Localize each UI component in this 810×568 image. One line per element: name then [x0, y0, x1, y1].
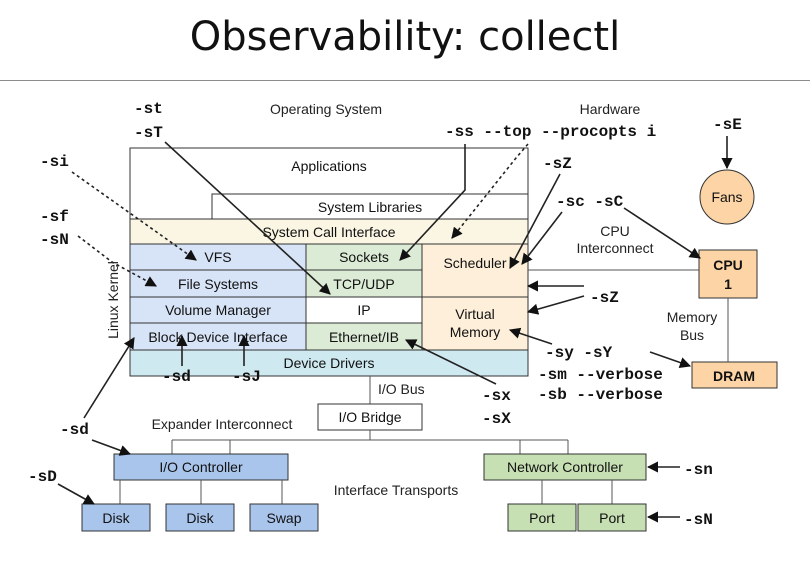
applications-label: Applications [291, 158, 367, 174]
expander-interconnect-label: Expander Interconnect [152, 416, 293, 432]
memory-bus-label-2: Bus [680, 327, 704, 343]
arrow-sx-to-ethernet [404, 339, 497, 385]
virtual-memory-label-2: Memory [450, 324, 501, 340]
virtual-memory-label-1: Virtual [455, 306, 494, 322]
disk2-label: Disk [186, 510, 214, 526]
opt-sx: -sx [482, 387, 511, 405]
fans-label: Fans [711, 189, 742, 205]
vfs-box [129, 243, 307, 271]
arrow-ss-to-sockets [399, 144, 466, 261]
ip-label: IP [357, 302, 370, 318]
system-call-interface-label: System Call Interface [262, 224, 395, 240]
opt-sJ: -sJ [232, 368, 261, 386]
virtual-memory-box [421, 296, 529, 351]
io-controller-label: I/O Controller [159, 459, 243, 475]
opt-sm-verbose: -sm --verbose [538, 366, 663, 384]
arrow-sT-to-tcp-udp [164, 141, 331, 295]
sockets-label: Sockets [339, 249, 389, 265]
ethernet-ib-box [305, 322, 423, 351]
opt-sn: -sn [684, 461, 713, 479]
slide-title: Observability: collectl [189, 14, 621, 60]
vfs-label: VFS [204, 249, 231, 265]
arrow-sC-to-cpu [623, 207, 701, 259]
cpu-label-1: CPU [713, 257, 743, 273]
swap-box [249, 503, 319, 532]
arrow-sN-to-file-systems [77, 235, 157, 287]
opt-ss-top-procopts: -ss --top --procopts i [445, 123, 656, 141]
network-controller-label: Network Controller [507, 459, 623, 475]
port2-box [577, 503, 647, 532]
opt-sN-filesystems: -sN [40, 231, 69, 249]
cpu-label-2: 1 [724, 276, 732, 292]
scheduler-box [421, 243, 529, 298]
system-libraries-box [211, 193, 529, 220]
opt-sy-sY: -sy -sY [545, 344, 613, 362]
arrow-sc-to-scheduler [521, 211, 563, 265]
device-drivers-box [129, 349, 529, 377]
arrow-sd-to-io-controller [91, 439, 132, 456]
arrow-sY-to-dram [649, 351, 692, 368]
volume-manager-label: Volume Manager [165, 302, 271, 318]
io-bridge-label: I/O Bridge [338, 409, 401, 425]
arrow-sd-to-block-interface [83, 337, 135, 419]
system-libraries-label: System Libraries [318, 199, 422, 215]
device-drivers-label: Device Drivers [283, 355, 374, 371]
io-bridge-box [317, 403, 423, 431]
cpu-box [698, 249, 758, 299]
arrow-sy-to-vm [508, 327, 553, 345]
tcp-udp-label: TCP/UDP [333, 276, 394, 292]
arrow-sZ-to-vm-top [526, 295, 585, 315]
os-header: Operating System [270, 101, 382, 117]
opt-sX: -sX [482, 410, 511, 428]
opt-sZ-memory: -sZ [590, 289, 619, 307]
opt-si: -si [40, 153, 69, 171]
title-divider [0, 80, 810, 81]
interface-transports-label: Interface Transports [334, 482, 459, 498]
hardware-header: Hardware [580, 101, 641, 117]
opt-sb-verbose: -sb --verbose [538, 386, 663, 404]
opt-st: -st [134, 100, 163, 118]
io-bus-label: I/O Bus [378, 381, 425, 397]
io-controller-box [113, 453, 289, 481]
dram-label: DRAM [713, 368, 755, 384]
network-controller-box [483, 453, 647, 481]
cpu-interconnect-label-2: Interconnect [576, 240, 653, 256]
opt-sc-sC: -sc -sC [556, 193, 624, 211]
opt-sD: -sD [28, 468, 57, 486]
disk2-box [165, 503, 235, 532]
volume-manager-box [129, 296, 307, 324]
memory-bus-label-1: Memory [667, 309, 718, 325]
ethernet-ib-label: Ethernet/IB [329, 329, 399, 345]
opt-sd-block: -sd [162, 368, 191, 386]
arrow-sZ-to-scheduler [509, 173, 561, 269]
arrow-sD-to-disk [57, 483, 95, 505]
opt-sN-ports: -sN [684, 511, 713, 529]
opt-sf: -sf [40, 208, 69, 226]
disk1-box [81, 503, 151, 532]
port1-label: Port [529, 510, 555, 526]
opt-sT: -sT [134, 124, 163, 142]
port2-label: Port [599, 510, 625, 526]
arrow-top-to-scheduler [451, 143, 529, 239]
disk1-label: Disk [102, 510, 130, 526]
fans-circle [699, 169, 755, 225]
opt-sZ-scheduler: -sZ [543, 155, 572, 173]
linux-kernel-label: Linux Kernel [105, 261, 121, 339]
file-systems-label: File Systems [178, 276, 258, 292]
swap-label: Swap [266, 510, 301, 526]
port1-box [507, 503, 577, 532]
scheduler-label: Scheduler [443, 255, 506, 271]
opt-sd-iocontroller: -sd [60, 421, 89, 439]
dram-box [691, 361, 778, 389]
cpu-interconnect-label-1: CPU [600, 223, 630, 239]
arrow-si-to-vfs [71, 171, 197, 261]
opt-sE: -sE [713, 116, 742, 134]
block-device-interface-label: Block Device Interface [148, 329, 287, 345]
